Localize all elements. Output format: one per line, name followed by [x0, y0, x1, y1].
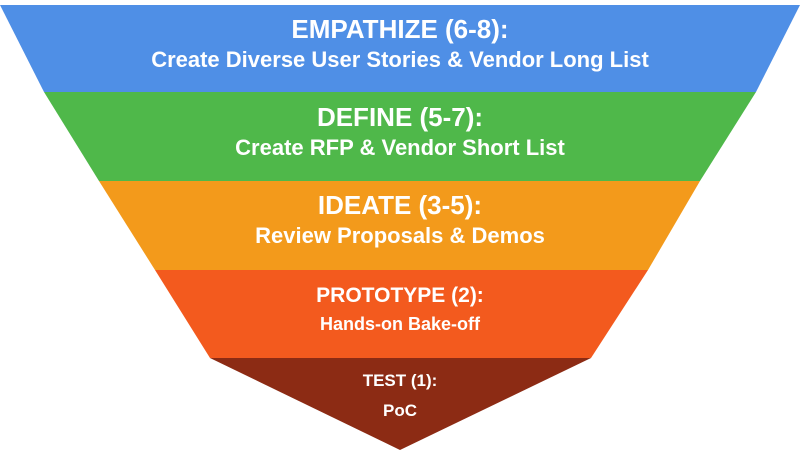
level-empathize: EMPATHIZE (6-8): Create Diverse User Sto…	[0, 14, 800, 74]
funnel-band-empathize	[0, 5, 800, 92]
funnel-band-test	[210, 358, 591, 450]
funnel-band-define	[44, 92, 756, 181]
level-title: EMPATHIZE (6-8):	[291, 14, 509, 44]
level-subtitle: PoC	[383, 401, 417, 421]
level-subtitle: Create RFP & Vendor Short List	[235, 135, 565, 161]
funnel-band-prototype	[155, 270, 648, 358]
level-subtitle: Create Diverse User Stories & Vendor Lon…	[151, 47, 649, 73]
level-prototype: PROTOTYPE (2): Hands-on Bake-off	[0, 283, 800, 336]
level-ideate: IDEATE (3-5): Review Proposals & Demos	[0, 190, 800, 250]
level-test: TEST (1): PoC	[0, 371, 800, 422]
level-title: TEST (1):	[362, 371, 438, 390]
level-title: DEFINE (5-7):	[316, 102, 484, 132]
funnel-band-ideate	[99, 181, 700, 270]
level-subtitle: Review Proposals & Demos	[255, 223, 545, 249]
level-subtitle: Hands-on Bake-off	[319, 314, 480, 335]
level-title: PROTOTYPE (2):	[316, 284, 484, 307]
level-title: IDEATE (3-5):	[317, 190, 483, 220]
level-define: DEFINE (5-7): Create RFP & Vendor Short …	[0, 102, 800, 162]
